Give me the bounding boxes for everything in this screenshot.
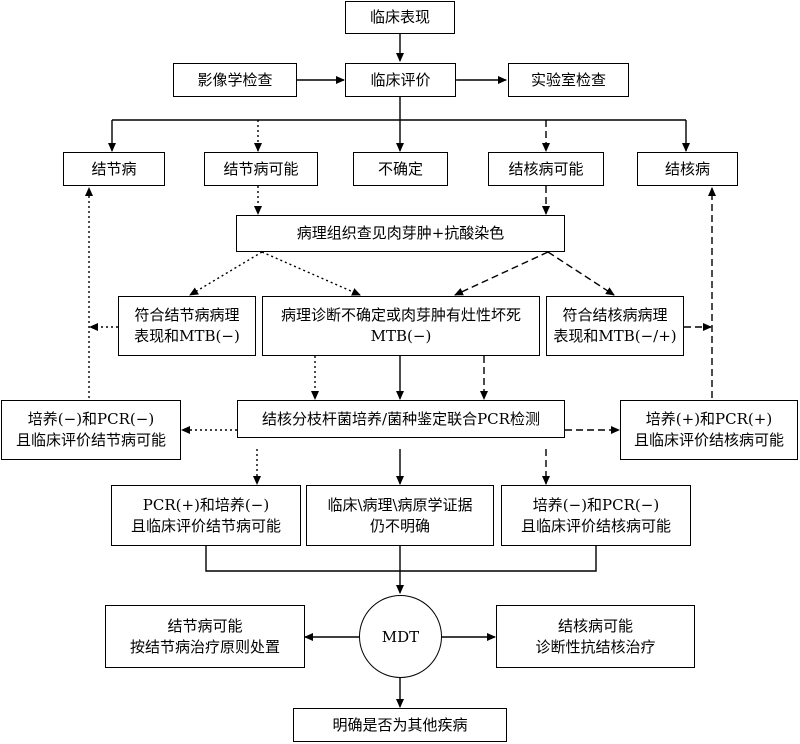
still-unclear-node: 临床\病理\病原学证据 仍不明确 bbox=[306, 485, 494, 546]
imaging-node: 影像学检查 bbox=[173, 63, 297, 97]
edge-pathology-sarc-path bbox=[189, 251, 263, 296]
culture-pcr-node: 结核分枝杆菌培养/菌种鉴定联合PCR检测 bbox=[237, 400, 565, 438]
edge-pathology-uncertain-dotted bbox=[261, 251, 361, 296]
culture-neg-tb-node: 培养(−)和PCR(−) 且临床评价结核病可能 bbox=[501, 485, 691, 546]
sarcoidosis-node: 结节病 bbox=[63, 152, 165, 186]
mdt-node: MDT bbox=[359, 595, 442, 678]
clinical-presentation-node: 临床表现 bbox=[345, 1, 455, 34]
uncertain-node: 不确定 bbox=[353, 152, 448, 186]
culture-neg-left-node: 培养(−)和PCR(−) 且临床评价结节病可能 bbox=[1, 400, 181, 460]
pathology-uncertain-node: 病理诊断不确定或肉芽肿有灶性坏死 MTB(−) bbox=[262, 296, 540, 356]
possible-tb-node: 结核病可能 bbox=[488, 152, 604, 186]
mdt-tb-node: 结核病可能 诊断性抗结核治疗 bbox=[496, 605, 695, 668]
edge-merge bbox=[205, 546, 597, 572]
tb-node: 结核病 bbox=[637, 152, 738, 186]
edge-pathology-uncertain-dashed bbox=[454, 251, 549, 296]
tb-pathology-node: 符合结核病病理 表现和MTB(−/+) bbox=[546, 296, 684, 356]
clinical-evaluation-node: 临床评价 bbox=[345, 63, 456, 97]
possible-sarcoidosis-node: 结节病可能 bbox=[204, 152, 318, 186]
other-disease-node: 明确是否为其他疾病 bbox=[293, 708, 507, 742]
culture-pos-right-node: 培养(+)和PCR(+) 且临床评价结核病可能 bbox=[620, 400, 798, 460]
pathology-staining-node: 病理组织查见肉芽肿+抗酸染色 bbox=[236, 215, 565, 252]
mdt-sarcoidosis-node: 结节病可能 按结节病治疗原则处置 bbox=[105, 605, 305, 668]
edge-pathology-tb-path bbox=[547, 251, 615, 296]
sarcoid-pathology-node: 符合结节病病理 表现和MTB(−) bbox=[118, 296, 256, 356]
pcr-pos-culture-neg-node: PCR(+)和培养(−) 且临床评价结节病可能 bbox=[111, 485, 301, 546]
lab-node: 实验室检查 bbox=[508, 63, 629, 97]
